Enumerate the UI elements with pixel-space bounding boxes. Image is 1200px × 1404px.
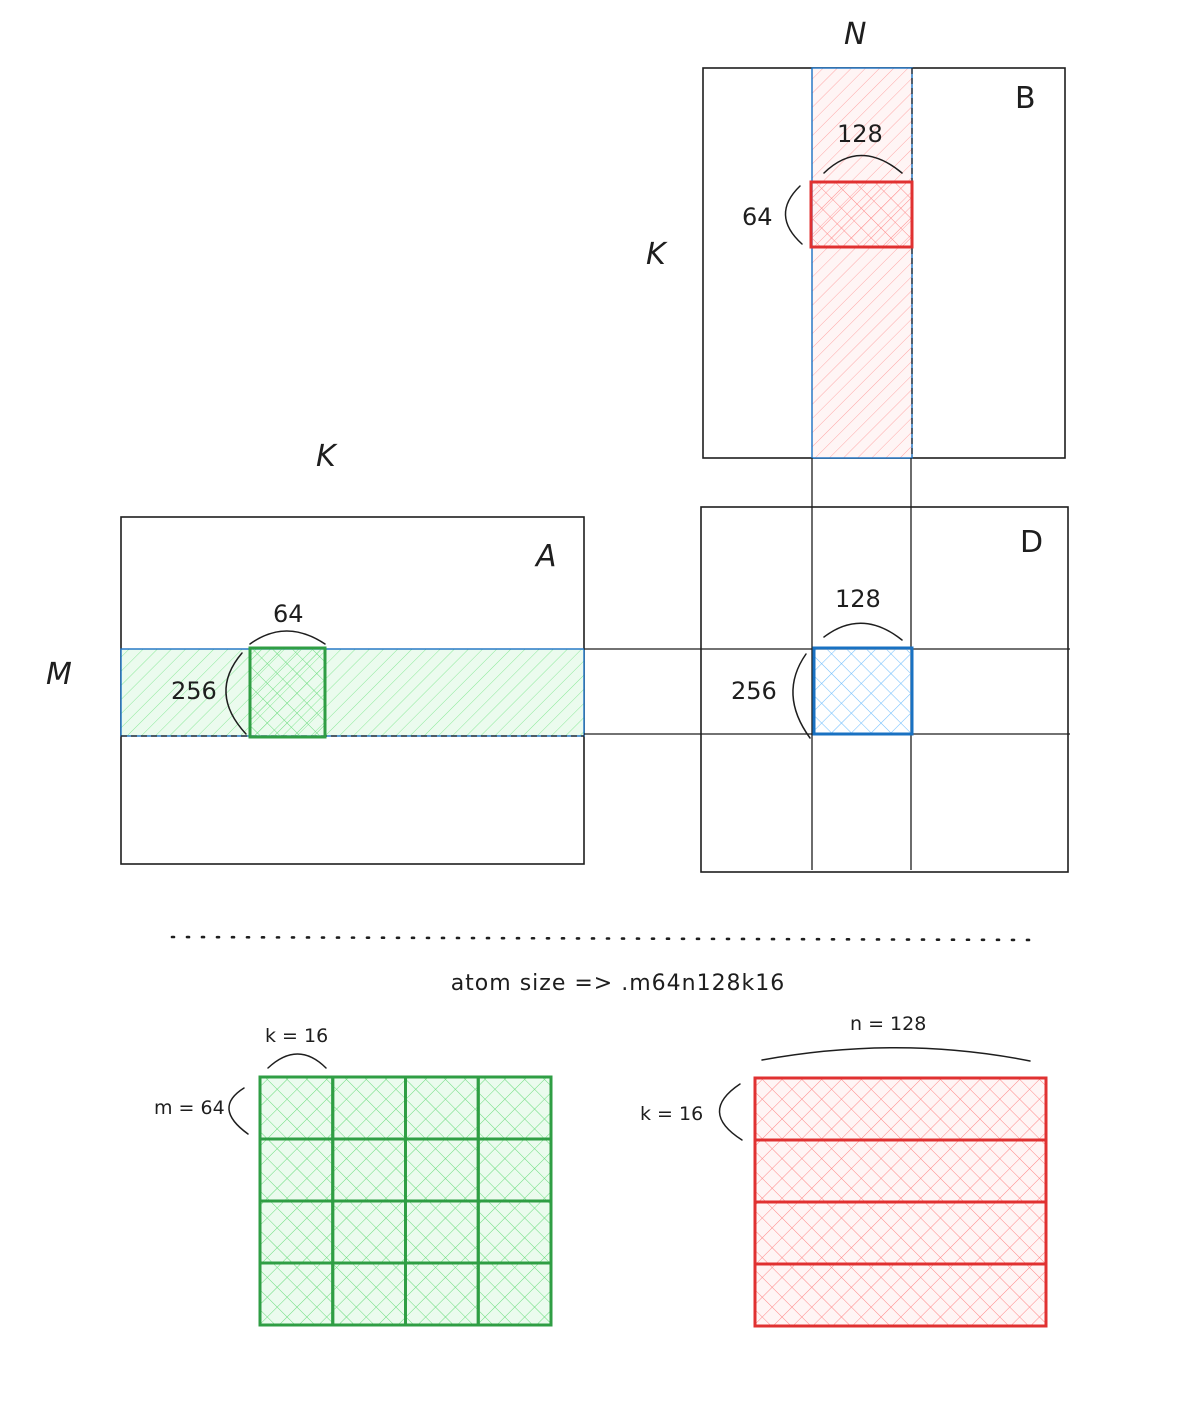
matrix-b: B N K 128 64 (646, 17, 1066, 459)
atom-b-n-label: n = 128 (850, 1013, 926, 1035)
matrix-a-tile-height: 256 (171, 677, 217, 705)
atom-a-cell (476, 1075, 553, 1141)
atom-a-cell (258, 1199, 335, 1265)
matrix-b-dim-k: K (646, 237, 668, 272)
atom-a-m-label: m = 64 (154, 1097, 225, 1119)
matrix-d-tile (812, 646, 914, 736)
atom-a-k-brace (267, 1053, 327, 1069)
atom-b-tile: n = 128 k = 16 (640, 1013, 1048, 1328)
matrix-a: A K M 64 256 (46, 439, 585, 865)
matrix-a-width-brace (249, 630, 326, 645)
matrix-d-height-brace (792, 653, 811, 739)
atom-b-row (753, 1138, 1048, 1204)
atom-a-cell (476, 1199, 553, 1265)
matrix-a-name: A (534, 539, 557, 574)
atom-a-grid-cells (258, 1075, 553, 1327)
atom-b-row (753, 1200, 1048, 1266)
matrix-a-height-brace (225, 652, 247, 735)
atom-a-k-label: k = 16 (265, 1025, 328, 1047)
matrix-d-tile-width: 128 (835, 585, 881, 613)
matrix-a-dim-m: M (46, 657, 72, 692)
atom-a-cell (404, 1137, 480, 1203)
atom-a-cell (331, 1199, 407, 1265)
atom-b-row (753, 1262, 1048, 1328)
atom-a-cell (331, 1075, 407, 1141)
atom-a-cell (404, 1075, 480, 1141)
atom-b-n-brace (761, 1047, 1031, 1062)
matrix-a-dim-k: K (316, 439, 338, 474)
matrix-b-height-brace (784, 185, 803, 245)
atom-a-cell (258, 1261, 335, 1327)
atom-b-grid-cells (753, 1076, 1048, 1328)
matrix-d-tile-height: 256 (731, 677, 777, 705)
matrix-b-column-strip-hatch (811, 67, 913, 459)
matrix-b-width-brace (823, 154, 903, 174)
matrix-b-dim-n: N (844, 17, 866, 52)
atom-a-cell (404, 1261, 480, 1327)
atom-a-cell (476, 1137, 553, 1203)
atom-a-cell (331, 1261, 407, 1327)
matrix-b-tile-width: 128 (837, 120, 883, 148)
dotted-separator (170, 935, 1042, 942)
atom-a-m-brace (228, 1087, 249, 1135)
atom-a-tile: k = 16 m = 64 (154, 1025, 553, 1327)
atom-a-cell (476, 1261, 553, 1327)
matrix-d: D 128 256 (700, 506, 1069, 873)
matrix-b-tile-height: 64 (742, 203, 773, 231)
matrix-b-tile (809, 180, 914, 249)
atom-a-cell (258, 1137, 335, 1203)
matrix-b-name: B (1015, 81, 1036, 116)
matrix-d-width-brace (823, 622, 903, 641)
atom-b-k-label: k = 16 (640, 1103, 703, 1125)
atom-b-row (753, 1076, 1048, 1142)
atom-size-title: atom size => .m64n128k16 (451, 971, 786, 996)
matrix-d-outline (700, 506, 1069, 873)
atom-b-k-brace (718, 1083, 743, 1141)
matrix-d-name: D (1020, 525, 1043, 560)
matrix-a-row-strip-hatch (120, 648, 585, 737)
atom-a-cell (258, 1075, 335, 1141)
matrix-a-tile (248, 646, 327, 739)
matrix-a-tile-width: 64 (273, 600, 304, 628)
atom-a-cell (331, 1137, 407, 1203)
atom-a-cell (404, 1199, 480, 1265)
